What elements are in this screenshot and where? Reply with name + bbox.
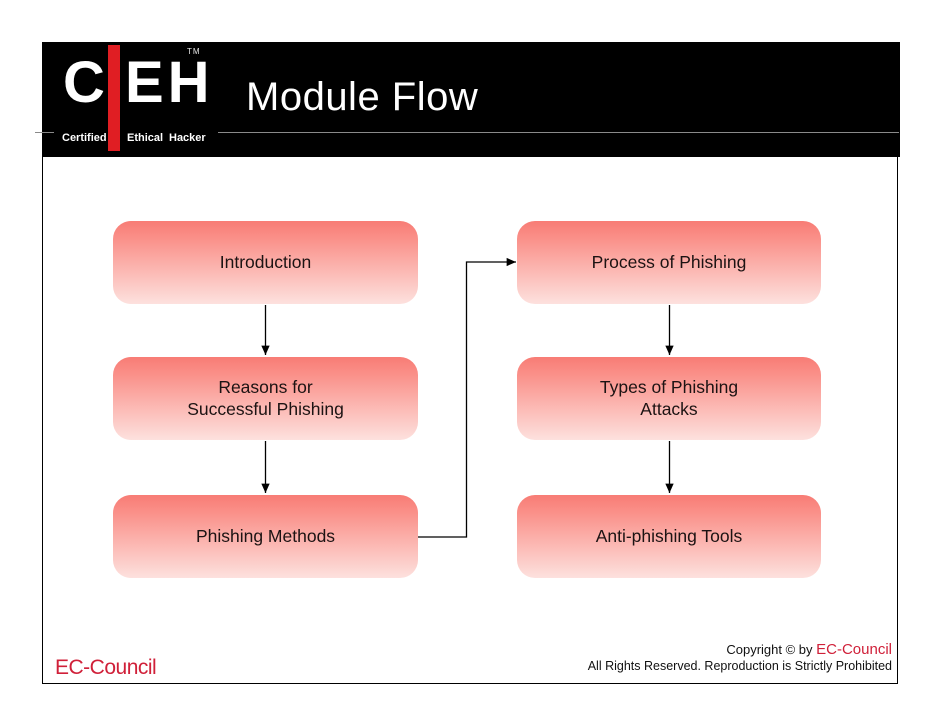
page-title: Module Flow (246, 75, 479, 119)
logo-letters-eh: EH (125, 50, 214, 115)
flow-box-process-of-phishing: Process of Phishing (517, 221, 821, 304)
ec-council-logo-text: EC-Council (55, 656, 157, 679)
logo-word-hacker: Hacker (169, 132, 206, 144)
logo-word-ethical: Ethical (127, 132, 164, 144)
ceh-logo: TM C EH Certified Ethical Hacker (54, 42, 218, 154)
logo-letter-c: C (63, 50, 105, 115)
header-divider-line (35, 132, 899, 133)
copyright-prefix: Copyright © by (726, 642, 817, 657)
flow-box-anti-phishing-tools: Anti-phishing Tools (517, 495, 821, 578)
flow-box-phishing-methods: Phishing Methods (113, 495, 418, 578)
copyright-line: Copyright © by EC-Council (588, 641, 892, 658)
trademark-symbol: TM (187, 47, 201, 56)
flow-box-types-of-phishing-attacks: Types of Phishing Attacks (517, 357, 821, 440)
copyright-brand: EC-Council (816, 641, 892, 658)
footer-copyright: Copyright © by EC-Council All Rights Res… (588, 641, 892, 675)
logo-red-bar (108, 45, 120, 151)
rights-line: All Rights Reserved. Reproduction is Str… (587, 659, 892, 673)
logo-word-certified: Certified (62, 132, 107, 144)
flow-box-introduction: Introduction (113, 221, 418, 304)
flow-box-reasons-for-successful-phishing: Reasons for Successful Phishing (113, 357, 418, 440)
